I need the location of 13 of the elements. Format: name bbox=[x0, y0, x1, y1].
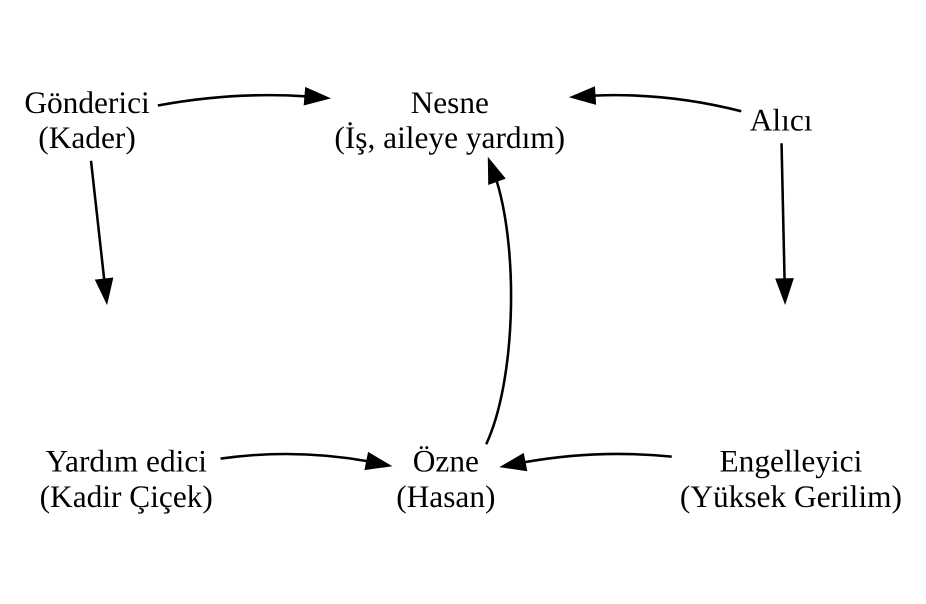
node-text: Özne (Hasan) bbox=[396, 443, 496, 514]
arrow bbox=[90, 160, 114, 305]
arrow bbox=[775, 142, 794, 305]
arrow bbox=[158, 86, 332, 106]
node-text: Nesne (İş, aileye yardım) bbox=[334, 84, 566, 155]
arrow bbox=[220, 451, 392, 470]
node-text: Alıcı bbox=[750, 102, 812, 138]
arrow bbox=[499, 452, 672, 471]
node-text: Yardım edici (Kadir Çiçek) bbox=[40, 443, 213, 514]
arrow bbox=[485, 156, 512, 444]
node-text: Engelleyici (Yüksek Gerilim) bbox=[680, 443, 902, 514]
node-text: Gönderici (Kader) bbox=[24, 84, 150, 155]
arrow bbox=[568, 86, 742, 112]
